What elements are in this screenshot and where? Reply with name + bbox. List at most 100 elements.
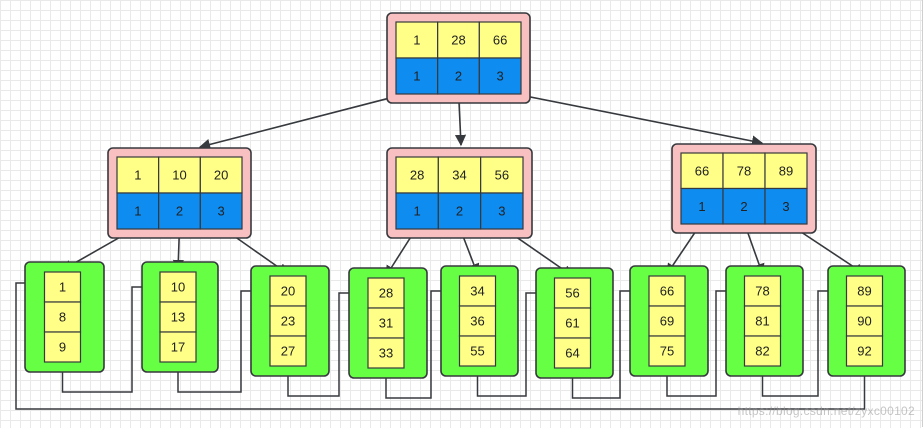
root-node-pointer-cell: [478, 57, 522, 95]
root-node-key-label: 66: [493, 33, 507, 48]
root-node-pointer-label: 1: [413, 69, 420, 84]
leaf-node-1-value-label: 8: [59, 310, 66, 325]
root-node-key-cell: [437, 21, 480, 59]
leaf-node-4-value-cell: [367, 307, 405, 339]
leaf-node-2-value-cell: [159, 301, 197, 333]
internal-node-2-pointer-cell: [437, 192, 482, 230]
leaf-node-4-value-label: 31: [379, 316, 393, 331]
leaf-node-4-value-label: 28: [379, 286, 393, 301]
leaf-node-1-value-label: 1: [59, 280, 66, 295]
internal-node-3-key-label: 89: [779, 163, 793, 178]
root-node-key-cell: [478, 21, 522, 59]
leaf-node-6-value-label: 61: [565, 316, 579, 331]
internal-node-3-pointer-cell: [722, 187, 766, 225]
leaf-node-1-value-cell: [43, 331, 82, 363]
leaf-node-7-value-label: 66: [660, 284, 674, 299]
internal-node-1-pointer-cell: [116, 192, 160, 230]
internal-node-3-key-cell: [680, 152, 724, 190]
leaf-node-7-value-label: 75: [660, 344, 674, 359]
leaf-node-5: 34 36 55: [440, 265, 519, 377]
leaf-node-6-value-label: 56: [565, 286, 579, 301]
leaf-node-8-value-cell: [743, 335, 782, 367]
internal-node-2-key-label: 28: [410, 168, 424, 183]
internal-node-2-key-cell: [480, 156, 524, 194]
tree-nodes-layer: 1128266311102203281342563661782893189101…: [24, 12, 906, 379]
internal-node-1-pointer-cell: [158, 192, 201, 230]
root-node-key-label: 1: [413, 33, 420, 48]
internal-node-2-pointer-label: 2: [456, 204, 463, 219]
leaf-node-9-value-label: 90: [857, 314, 871, 329]
internal-node-3-pointer-cell: [680, 187, 724, 225]
leaf-node-3-value-label: 20: [281, 284, 295, 299]
leaf-node-1-value-cell: [43, 271, 82, 303]
leaf-node-2-value-cell: [159, 271, 197, 303]
leaf-node-9-value-label: 92: [857, 344, 871, 359]
internal-node-3-pointer-label: 2: [740, 199, 747, 214]
leaf-node-6-value-cell: [553, 307, 592, 339]
watermark-text: https://blog.csdn.net/zyxc00102: [737, 404, 915, 418]
leaf-node-9-value-cell: [845, 335, 884, 367]
leaf-node-8-value-cell: [743, 305, 782, 337]
internal-node-2: 28 1 34 2 56 3: [386, 147, 533, 239]
internal-node-2-key-label: 56: [495, 168, 509, 183]
leaf-link-arrow: [385, 285, 460, 399]
internal-node-3-key-label: 66: [695, 163, 709, 178]
internal-node-2-pointer-label: 3: [498, 204, 505, 219]
leaf-node-7-value-cell: [648, 305, 686, 337]
internal-node-3-pointer-label: 3: [782, 199, 789, 214]
leaf-node-6-value-cell: [553, 277, 592, 309]
leaf-node-3-value-cell: [269, 305, 307, 337]
leaf-node-8-value-cell: [743, 275, 782, 307]
root-node: 1 1 28 2 66 3: [386, 12, 531, 104]
internal-node-2-key-label: 34: [452, 168, 466, 183]
root-to-internal-arrow: [198, 90, 418, 150]
leaf-link-arrow: [476, 287, 555, 397]
leaf-node-2-value-label: 13: [171, 310, 185, 325]
internal-node-3-pointer-cell: [764, 187, 808, 225]
internal-node-1-pointer-label: 2: [176, 204, 183, 219]
leaf-node-2-value-label: 17: [171, 340, 185, 355]
internal-node-1-pointer-label: 1: [134, 204, 141, 219]
internal-node-2-pointer-label: 1: [414, 204, 421, 219]
leaf-node-5-value-label: 36: [470, 314, 484, 329]
leaf-node-7-value-cell: [648, 335, 686, 367]
leaf-node-9: 89 90 92: [827, 265, 906, 377]
root-node-key-label: 28: [451, 33, 465, 48]
leaf-link-arrow: [761, 285, 847, 397]
leaf-node-2-value-label: 10: [171, 280, 185, 295]
leaf-node-5-value-label: 34: [470, 284, 484, 299]
internal-node-2-key-cell: [437, 156, 482, 194]
leaf-node-2: 10 13 17: [141, 261, 219, 373]
internal-node-1-key-label: 10: [172, 168, 186, 183]
root-to-internal-arrow: [500, 90, 764, 147]
leaf-node-9-value-label: 89: [857, 284, 871, 299]
leaf-node-1-value-label: 9: [59, 340, 66, 355]
internal-node-2-pointer-cell: [480, 192, 524, 230]
internal-node-1-pointer-cell: [199, 192, 243, 230]
leaf-node-5-value-label: 55: [470, 344, 484, 359]
leaf-node-3-value-cell: [269, 335, 307, 367]
leaf-node-7: 66 69 75: [629, 265, 709, 377]
leaf-node-5-value-cell: [458, 335, 497, 367]
leaf-node-2-value-cell: [159, 331, 197, 363]
internal-node-1-pointer-label: 3: [218, 204, 225, 219]
leaf-node-6-value-cell: [553, 337, 592, 369]
leaf-node-1: 1 8 9: [24, 261, 105, 373]
internal-node-3-key-cell: [764, 152, 808, 190]
leaf-node-3-value-label: 27: [281, 344, 295, 359]
root-node-key-cell: [395, 21, 439, 59]
root-node-pointer-label: 2: [455, 69, 462, 84]
internal-node-1-key-label: 20: [214, 168, 228, 183]
leaf-node-7-value-label: 69: [660, 314, 674, 329]
leaf-node-8-value-label: 78: [755, 284, 769, 299]
leaf-node-5-value-cell: [458, 305, 497, 337]
leaf-node-3-value-label: 23: [281, 314, 295, 329]
internal-node-3-key-label: 78: [737, 163, 751, 178]
root-node-pointer-label: 3: [497, 69, 504, 84]
leaf-node-4-value-cell: [367, 337, 405, 369]
